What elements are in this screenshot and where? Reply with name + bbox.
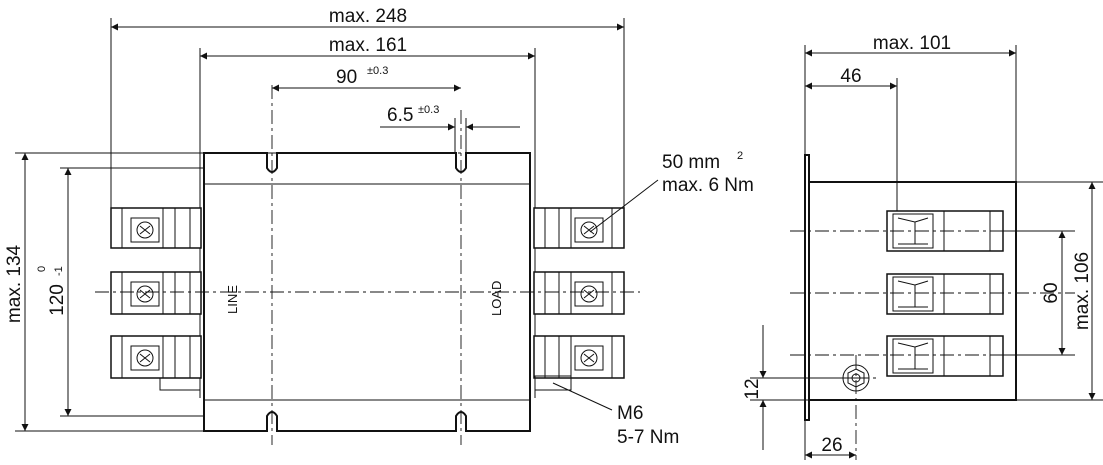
dim-slot-width: 6.5 [387,105,413,126]
label-load: LOAD [489,281,504,316]
dim-stud-offset: 26 [821,435,842,456]
dim-stud-height: 12 [742,378,763,399]
dim-body-width: max. 161 [329,35,407,56]
dim-mount-height-tol-lower: -1 [53,266,65,276]
front-view: max. 248 max. 161 90 ±0.3 6.5 ±0.3 LINE … [4,6,754,448]
terminal-torque-callout: max. 6 Nm [662,175,754,196]
dim-height: max. 106 [1072,252,1093,330]
terminal-size-exponent: 2 [737,150,743,162]
filter-body-outline [203,152,531,432]
ground-torque-callout: 5-7 Nm [617,427,679,448]
dim-overall-width: max. 248 [329,6,407,27]
dim-terminal-spacing: 60 [1041,282,1062,303]
terminal-size-callout: 50 mm [662,152,720,173]
dim-slot-pitch-tolerance: ±0.3 [367,65,388,77]
dim-terminal-offset: 46 [840,66,861,87]
side-terminals [886,210,1004,377]
ground-stud-callout: M6 [617,403,643,424]
line-terminals [110,207,202,391]
label-line: LINE [225,285,240,314]
dim-depth: max. 101 [873,33,951,54]
dim-slot-pitch: 90 [336,67,357,88]
dim-mount-height-tol-upper: 0 [36,266,48,272]
side-view: max. 101 46 max. 106 60 12 26 [742,33,1103,460]
dim-slot-width-tolerance: ±0.3 [418,104,439,116]
load-terminals [533,207,625,391]
dim-mount-height: 120 [47,284,68,316]
dim-overall-height: max. 134 [4,244,25,323]
